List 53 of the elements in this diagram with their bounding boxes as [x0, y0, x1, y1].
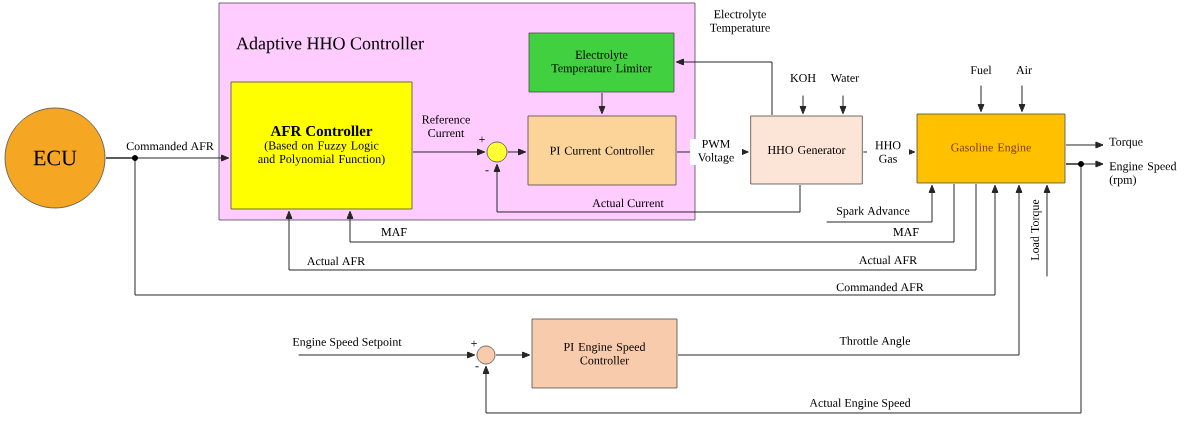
arrow — [482, 163, 1082, 414]
controller-box: PI Engine Speed Controller — [531, 318, 678, 389]
arrow — [346, 183, 955, 243]
sign-label: - — [485, 170, 489, 172]
arrow — [839, 95, 847, 115]
sign-label: + — [479, 136, 485, 143]
generator-box: HHO Generator — [750, 115, 863, 185]
edge-label: MAF — [893, 228, 919, 236]
arrow — [675, 58, 773, 116]
arrow — [677, 184, 1023, 356]
arrow — [977, 85, 985, 113]
edge-label: Actual AFR — [858, 255, 918, 265]
edge-label: Load Torque — [1030, 199, 1042, 261]
engine-box: Gasoline Engine — [916, 113, 1066, 184]
arrow — [298, 351, 476, 359]
arrow — [598, 92, 606, 115]
edge-label: KOH — [790, 73, 816, 82]
sign-label: - — [475, 366, 479, 368]
edge-label: Actual Engine Speed — [809, 398, 911, 410]
edge-label: Electrolyte Temperature — [710, 9, 770, 35]
edge-label: Engine Speed Setpoint — [292, 337, 402, 349]
summing-junction — [476, 345, 496, 365]
arrow — [1018, 85, 1026, 113]
edge-label: Torque — [1109, 137, 1143, 149]
edge-label: Commanded AFR — [126, 141, 214, 151]
edge-label: Commanded AFR — [836, 282, 924, 292]
signal-label: Actual AFR — [306, 256, 366, 266]
edge-label: Reference Current — [422, 114, 470, 137]
edge-label: Throttle Angle — [839, 336, 911, 348]
arrow — [495, 351, 531, 359]
arrow — [105, 157, 999, 296]
limiter-box: Electrolyte Temperature Limiter — [528, 32, 675, 93]
arrow — [826, 184, 936, 223]
edge-label: PWM Voltage — [690, 139, 742, 165]
arrow — [1065, 141, 1104, 149]
edge-label: Fuel — [970, 65, 992, 75]
edge-label: Air — [1016, 66, 1032, 74]
signal-label: MAF — [381, 228, 407, 236]
arrow — [1043, 184, 1051, 277]
controller-box: PI Current Controller — [527, 115, 677, 186]
arrow — [285, 183, 977, 271]
edge-label: HHO Gas — [867, 140, 909, 164]
edge-label: Spark Advance — [837, 206, 910, 218]
edge-label: Engine Speed (rpm) — [1109, 161, 1177, 187]
arrow — [412, 148, 486, 156]
controller-box: AFR Controller (Based on Fuzzy Logic and Polynomial Function) — [230, 81, 413, 210]
arrow — [493, 163, 801, 213]
arrow — [799, 95, 807, 115]
edge-label: Water — [830, 73, 860, 82]
sign-label: + — [471, 340, 477, 347]
summing-junction — [486, 141, 508, 163]
arrow — [507, 148, 527, 156]
edge-label: Actual Current — [592, 198, 664, 208]
